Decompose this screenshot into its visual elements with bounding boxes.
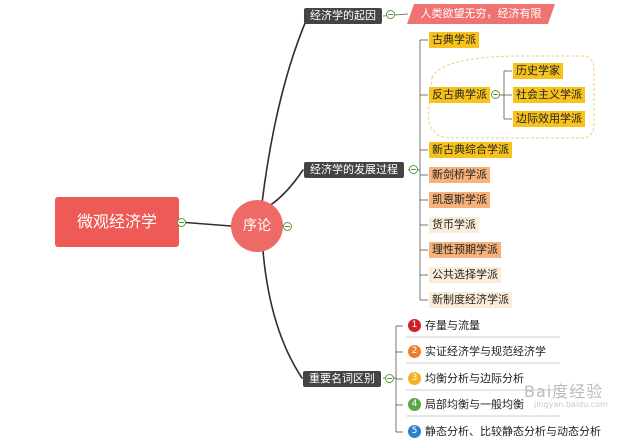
root-to-hub-line bbox=[178, 221, 232, 227]
term-number-2-icon: 2 bbox=[408, 345, 421, 358]
school-public-choice[interactable]: 公共选择学派 bbox=[429, 267, 501, 283]
term-number-5-icon: 5 bbox=[408, 425, 421, 438]
term-item-5[interactable]: 静态分析、比较静态分析与动态分析 bbox=[425, 425, 601, 438]
term-item-2[interactable]: 实证经济学与规范经济学 bbox=[425, 345, 546, 358]
school-rational-expectations[interactable]: 理性预期学派 bbox=[429, 242, 501, 258]
school-new-institutional[interactable]: 新制度经济学派 bbox=[429, 292, 512, 308]
anti-classical-collapse-toggle[interactable] bbox=[491, 90, 500, 99]
branch-development[interactable]: 经济学的发展过程 bbox=[304, 162, 404, 178]
hub-node[interactable]: 序论 bbox=[231, 200, 283, 252]
terms-collapse-toggle[interactable] bbox=[385, 374, 394, 383]
hub-collapse-toggle[interactable] bbox=[283, 222, 292, 231]
term-item-3[interactable]: 均衡分析与边际分析 bbox=[425, 372, 524, 385]
school-keynesian[interactable]: 凯恩斯学派 bbox=[429, 192, 490, 208]
term-number-3-icon: 3 bbox=[408, 372, 421, 385]
development-collapse-toggle[interactable] bbox=[409, 165, 418, 174]
anti-classical-group-outline bbox=[427, 55, 595, 139]
school-marginal-utility[interactable]: 边际效用学派 bbox=[513, 111, 585, 127]
watermark-url: jingyan.baidu.com bbox=[534, 400, 608, 409]
root-node[interactable]: 微观经济学 bbox=[55, 197, 179, 247]
school-socialist[interactable]: 社会主义学派 bbox=[513, 87, 585, 103]
root-collapse-toggle[interactable] bbox=[177, 218, 186, 227]
school-historians[interactable]: 历史学家 bbox=[513, 63, 563, 79]
school-monetarist[interactable]: 货币学派 bbox=[429, 217, 479, 233]
school-neoclassical-synthesis[interactable]: 新古典综合学派 bbox=[429, 142, 512, 158]
term-number-1-icon: 1 bbox=[408, 319, 421, 332]
hub-to-development-line bbox=[268, 169, 304, 207]
hub-to-terms-line bbox=[262, 250, 303, 379]
origin-collapse-toggle[interactable] bbox=[386, 10, 395, 19]
school-classical[interactable]: 古典学派 bbox=[429, 32, 479, 48]
term-number-4-icon: 4 bbox=[408, 398, 421, 411]
branch-terms[interactable]: 重要名词区别 bbox=[303, 371, 381, 387]
term-item-1[interactable]: 存量与流量 bbox=[425, 319, 480, 332]
origin-child[interactable]: 人类欲望无穷，经济有限 bbox=[407, 4, 555, 24]
school-neo-cambridge[interactable]: 新剑桥学派 bbox=[429, 167, 490, 183]
watermark-logo: Bai度经验 bbox=[524, 382, 604, 401]
hub-to-origin-line bbox=[261, 15, 309, 204]
term-item-4[interactable]: 局部均衡与一般均衡 bbox=[425, 398, 524, 411]
school-anti-classical[interactable]: 反古典学派 bbox=[429, 87, 490, 103]
branch-origin[interactable]: 经济学的起因 bbox=[304, 8, 382, 24]
